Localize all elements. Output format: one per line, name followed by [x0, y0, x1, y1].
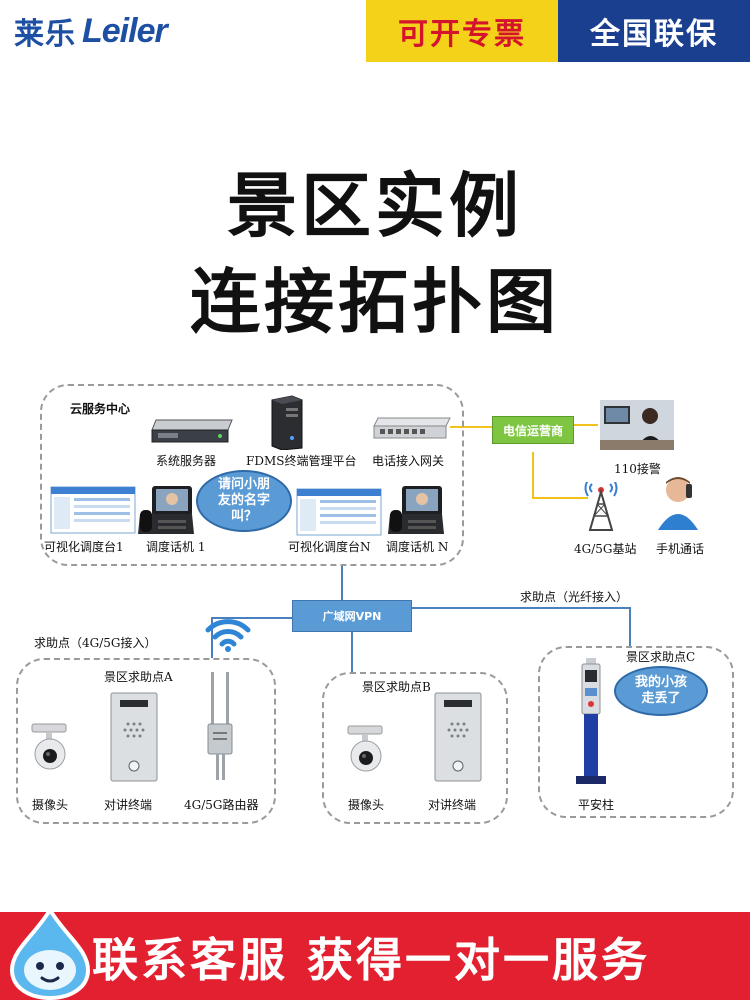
console-1-label: 可视化调度台1	[44, 540, 124, 554]
phone-gateway-label: 电话接入网关	[372, 454, 445, 468]
mobile-call-label: 手机通话	[656, 542, 705, 556]
dispatch-phone-1-label: 调度话机 1	[146, 540, 206, 554]
brand-logo[interactable]: 莱乐 Leiler	[14, 11, 168, 53]
dispatch-phone-n-icon[interactable]	[388, 484, 444, 536]
wireless-access-label: 求助点（4G/5G接入）	[34, 636, 157, 650]
camera-b-icon[interactable]	[346, 724, 388, 772]
page-title-line1: 景区实例	[227, 165, 523, 247]
console-n-label: 可视化调度台N	[288, 540, 371, 554]
dispatch-phone-1-icon[interactable]	[138, 484, 194, 536]
point-c-label: 景区求助点C	[626, 650, 696, 664]
wifi-signal-icon	[205, 619, 251, 652]
point-b-label: 景区求助点B	[362, 680, 431, 694]
system-server-icon[interactable]	[150, 418, 234, 444]
console-n-screen-icon[interactable]	[296, 488, 382, 536]
operator-basestation-link	[532, 452, 588, 499]
camera-a-label: 摄像头	[32, 798, 69, 812]
camera-a-icon[interactable]	[30, 722, 72, 770]
router-icon[interactable]	[204, 672, 236, 784]
fdms-platform-label: FDMS终端管理平台	[246, 454, 357, 468]
question-speech-bubble: 请问小朋 友的名字 叫？	[196, 470, 292, 532]
bubble-line: 叫？	[230, 509, 257, 524]
mobile-caller-icon[interactable]	[654, 474, 702, 530]
logo-en-text: Leiler	[82, 11, 168, 50]
bubble-line: 请问小朋	[217, 477, 270, 492]
telecom-operator-box[interactable]: 电信运营商	[492, 416, 574, 444]
point-b-zone	[322, 672, 508, 824]
point-a-label: 景区求助点A	[104, 670, 173, 684]
intercom-b-label: 对讲终端	[428, 798, 477, 812]
logo-cn-text: 莱乐	[14, 17, 76, 52]
camera-b-label: 摄像头	[348, 798, 385, 812]
dispatch-phone-n-label: 调度话机 N	[386, 540, 449, 554]
safety-pillar-icon[interactable]	[574, 658, 610, 788]
intercom-a-label: 对讲终端	[104, 798, 153, 812]
contact-banner[interactable]: 联系客服 获得一对一服务	[0, 912, 750, 1000]
page-title-line2: 连接拓扑图	[190, 261, 560, 343]
police-label: 110接警	[614, 462, 661, 476]
contact-banner-text: 联系客服 获得一对一服务	[92, 933, 651, 987]
vpn-pointc-link	[412, 607, 631, 648]
intercom-a-icon[interactable]	[110, 692, 158, 782]
police-operator-icon[interactable]	[600, 400, 674, 450]
bubble-line: 我的小孩	[634, 675, 687, 690]
cloud-service-zone	[40, 384, 464, 566]
fdms-server-icon[interactable]	[270, 394, 304, 450]
invoice-badge: 可开专票	[366, 0, 558, 62]
warranty-badge: 全国联保	[558, 0, 750, 62]
fiber-access-label: 求助点（光纤接入）	[520, 590, 629, 604]
invoice-badge-label: 可开专票	[398, 17, 526, 52]
bubble-line: 友的名字	[217, 493, 270, 508]
connection-lines	[211, 424, 631, 672]
water-drop-mascot-icon	[9, 906, 91, 1000]
header: 莱乐 Leiler 可开专票 全国联保	[0, 0, 750, 62]
bubble-line: 走丢了	[641, 691, 681, 706]
intercom-b-icon[interactable]	[434, 692, 482, 782]
point-a-zone	[16, 658, 276, 824]
base-station-tower-icon[interactable]	[584, 482, 618, 532]
telecom-operator-label: 电信运营商	[502, 423, 563, 438]
point-c-zone	[538, 646, 734, 818]
lost-child-speech-bubble: 我的小孩 走丢了	[614, 666, 708, 716]
topology-diagram: 云服务中心 系统服务器 FDMS终端管理平台 电话接入网关 可视化调度台1	[0, 340, 750, 900]
warranty-badge-label: 全国联保	[590, 17, 718, 52]
phone-gateway-icon[interactable]	[372, 416, 452, 440]
wan-vpn-label: 广域网VPN	[322, 610, 382, 623]
console-1-screen-icon[interactable]	[50, 486, 136, 534]
safety-pillar-label: 平安柱	[578, 798, 615, 812]
base-station-label: 4G/5G基站	[574, 542, 637, 556]
vpn-pointa-link	[211, 617, 292, 658]
wan-vpn-box[interactable]: 广域网VPN	[292, 600, 412, 632]
system-server-label: 系统服务器	[156, 454, 217, 468]
cloud-zone-label: 云服务中心	[70, 402, 131, 416]
router-label: 4G/5G路由器	[184, 798, 259, 812]
